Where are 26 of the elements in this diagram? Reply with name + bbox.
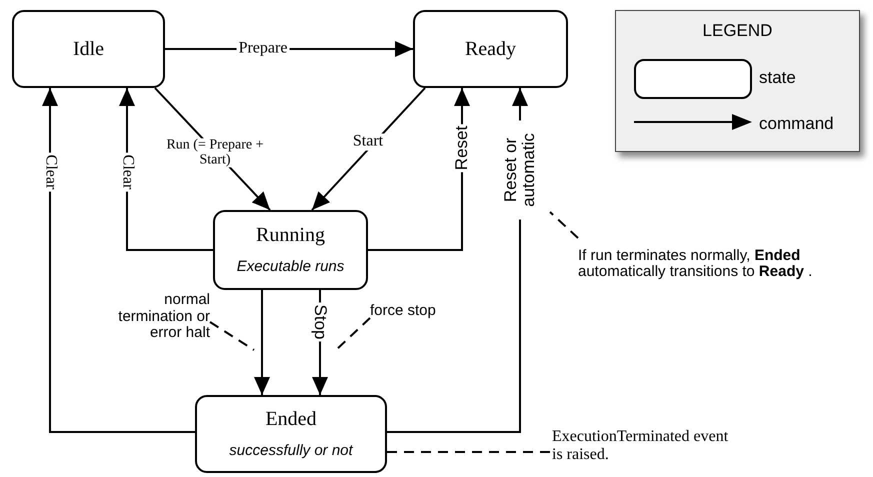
state-box bbox=[413, 10, 568, 88]
state-box bbox=[195, 395, 387, 473]
state-name: Idle bbox=[72, 38, 104, 60]
leader-line bbox=[387, 451, 552, 453]
state-description: successfully or not bbox=[229, 442, 353, 460]
arrow bbox=[254, 290, 270, 395]
state-name: Running bbox=[256, 224, 325, 247]
leader-line bbox=[549, 211, 579, 239]
note-text: force stop bbox=[370, 302, 436, 320]
leader-line bbox=[209, 321, 255, 351]
note-text: normal termination or error halt bbox=[117, 292, 210, 342]
note-text: If run terminates normally, Ended automatically transitions to Ready . bbox=[578, 248, 813, 280]
edge-label: Stop bbox=[311, 302, 329, 342]
arrow bbox=[42, 88, 195, 433]
edge-label: Start bbox=[350, 134, 386, 150]
state-description: Executable runs bbox=[236, 258, 344, 276]
legend-text: command bbox=[759, 114, 834, 134]
leader-line bbox=[335, 317, 371, 351]
edge-label: Prepare bbox=[236, 40, 290, 58]
state-name: Ended bbox=[265, 408, 317, 431]
state-name: Ready bbox=[464, 38, 516, 60]
state-box bbox=[213, 210, 368, 290]
note-text: ExecutionTerminated event is raised. bbox=[552, 428, 730, 464]
state-box bbox=[12, 10, 165, 88]
legend-title: LEGEND bbox=[702, 21, 774, 41]
legend-text: state bbox=[759, 68, 796, 88]
